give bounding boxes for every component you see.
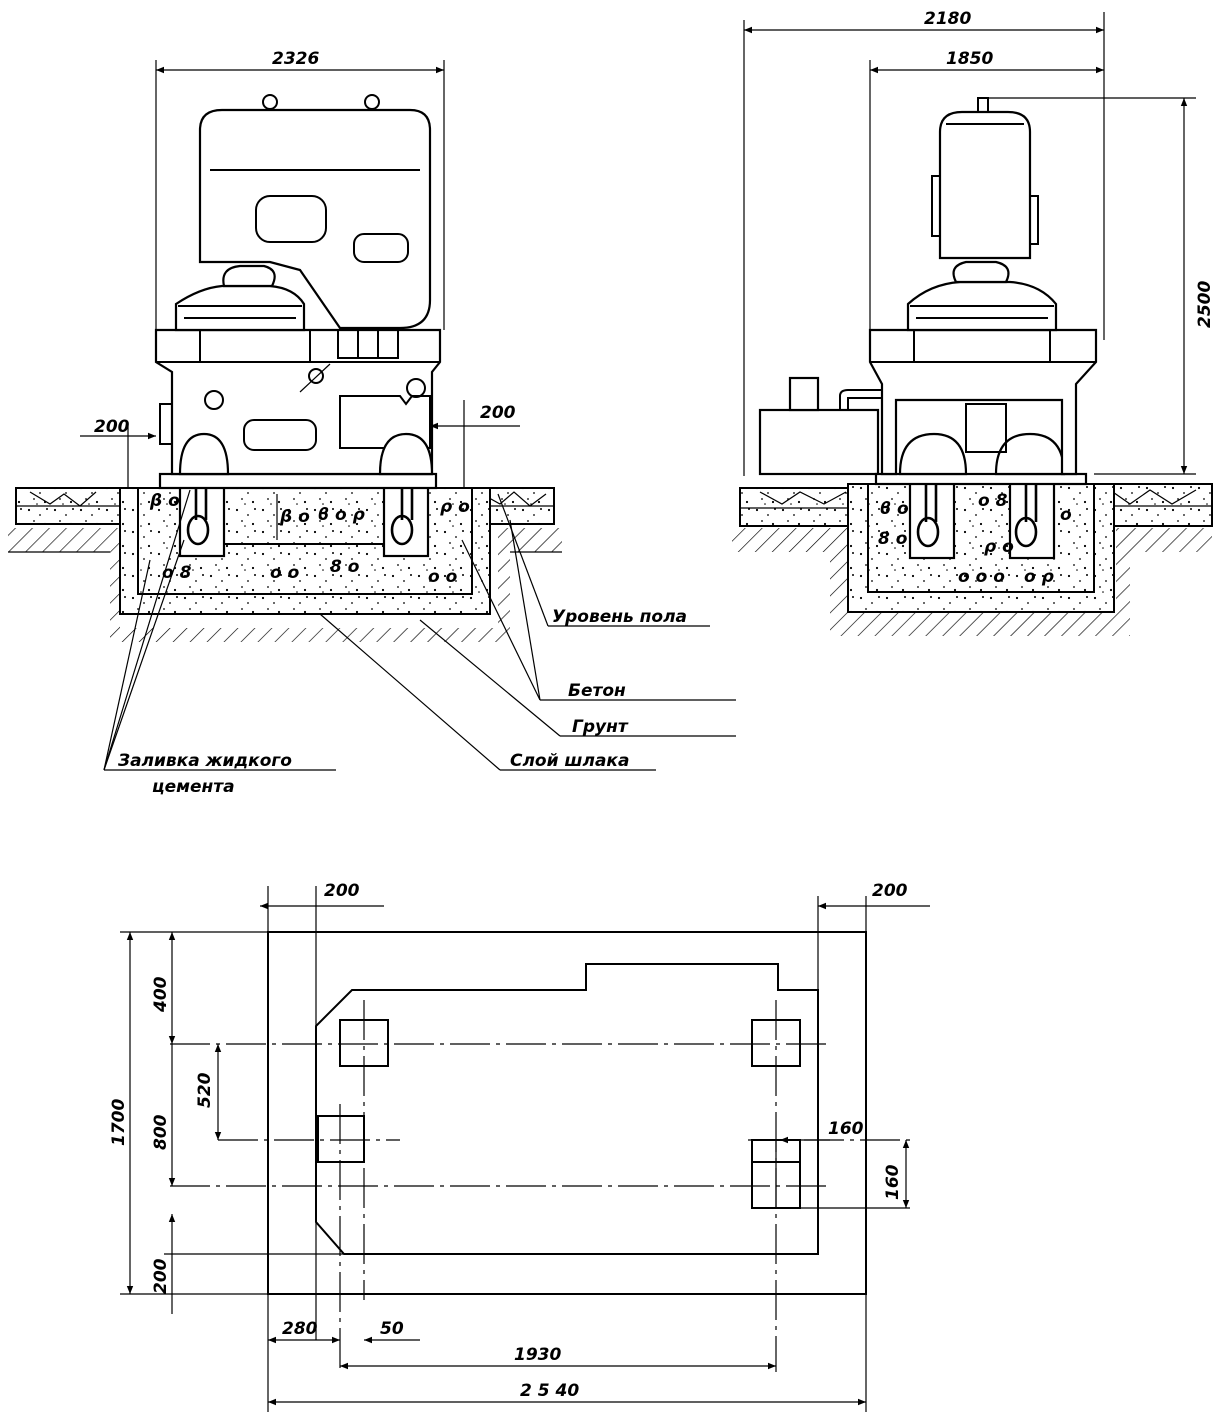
svg-text:o o: o o bbox=[270, 563, 300, 583]
ground-hatch-side bbox=[732, 528, 1212, 636]
legend-leaders bbox=[103, 489, 736, 771]
dim-plan-280: 280 bbox=[282, 1319, 318, 1339]
svg-text:o 8: o 8 bbox=[978, 491, 1008, 511]
dim-plan-800: 800 bbox=[151, 1114, 171, 1150]
foundation-block-side: ϐ o o 8 8 o ρ o o o o o ρ o bbox=[847, 476, 1115, 613]
front-dimension-lines bbox=[80, 60, 520, 488]
foundation-block-front: β o ϐ o ρ o o 8 o o o ρ o β o o 8 bbox=[119, 480, 491, 615]
dim-1850: 1850 bbox=[946, 49, 993, 69]
dim-2326: 2326 bbox=[272, 49, 319, 69]
label-grout-line1: Заливка жидкого bbox=[117, 751, 292, 771]
plan-view bbox=[120, 886, 930, 1412]
side-dimension-lines bbox=[743, 12, 1196, 476]
label-concrete: Бетон bbox=[568, 681, 626, 701]
dim-plan-200-top-left: 200 bbox=[324, 881, 360, 901]
dim-2180: 2180 bbox=[924, 9, 971, 29]
dim-plan-1700: 1700 bbox=[109, 1099, 129, 1146]
label-slag-layer: Слой шлака bbox=[510, 751, 629, 771]
svg-text:β o: β o bbox=[279, 507, 310, 527]
dim-plan-200-bottom: 200 bbox=[151, 1258, 171, 1294]
svg-text:ϐ o ρ: ϐ o ρ bbox=[318, 505, 365, 525]
label-grout-line2: цемента bbox=[152, 777, 235, 797]
machine-base-front bbox=[154, 328, 442, 490]
dim-plan-400: 400 bbox=[151, 976, 171, 1013]
front-view: β o ϐ o ρ o o 8 o o o ρ o β o o 8 bbox=[8, 49, 562, 642]
dim-plan-160-v: 160 bbox=[883, 1164, 903, 1200]
spindle-head-front bbox=[174, 94, 432, 332]
svg-text:o ρ: o ρ bbox=[1024, 567, 1054, 587]
dim-plan-1930: 1930 bbox=[514, 1345, 561, 1365]
svg-text:o: o bbox=[1060, 505, 1072, 525]
machine-side bbox=[758, 97, 1098, 486]
svg-text:o o o: o o o bbox=[958, 567, 1005, 587]
label-soil: Грунт bbox=[572, 717, 629, 737]
svg-text:β o: β o bbox=[149, 491, 180, 511]
dim-2500: 2500 bbox=[1195, 281, 1215, 328]
machine-footprint bbox=[315, 963, 819, 1255]
dim-plan-520: 520 bbox=[195, 1072, 215, 1108]
svg-text:ρ o: ρ o bbox=[440, 497, 470, 517]
anchor-pad-mid-left bbox=[317, 1115, 365, 1163]
side-view: ϐ o o 8 8 o ρ o o o o o ρ o bbox=[732, 9, 1215, 636]
dim-plan-50: 50 bbox=[380, 1319, 404, 1339]
dim-200-left: 200 bbox=[94, 417, 130, 437]
dim-plan-2540: 2 5 40 bbox=[520, 1381, 579, 1401]
svg-text:8 o: 8 o bbox=[330, 557, 360, 577]
dim-plan-160-h: 160 bbox=[828, 1119, 864, 1139]
dim-200-right: 200 bbox=[480, 403, 516, 423]
label-floor-level: Уровень пола bbox=[552, 607, 687, 627]
dim-plan-200-top-right: 200 bbox=[872, 881, 908, 901]
svg-text:o 8: o 8 bbox=[162, 563, 192, 583]
svg-text:ρ o: ρ o bbox=[984, 537, 1014, 557]
svg-text:o o: o o bbox=[428, 567, 458, 587]
svg-text:8 o: 8 o bbox=[878, 529, 908, 549]
svg-text:ϐ o: ϐ o bbox=[880, 499, 909, 519]
